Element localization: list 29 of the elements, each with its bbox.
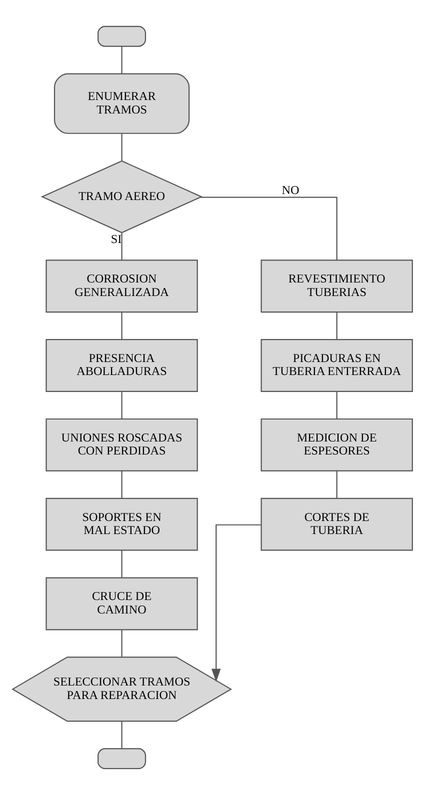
connector — [121, 391, 122, 418]
connector — [121, 232, 122, 260]
connector — [121, 312, 122, 339]
node-box: ENUMERAR TRAMOS — [54, 72, 190, 134]
edge-label: SI — [110, 231, 122, 246]
connector — [336, 312, 338, 339]
node-box: CORROSION GENERALIZADA — [46, 259, 198, 312]
connector — [121, 133, 122, 160]
connector — [121, 470, 122, 498]
node-box: MEDICION DE ESPESORES — [260, 418, 413, 471]
node-terminal — [98, 25, 146, 46]
connector — [121, 46, 122, 74]
connector — [121, 629, 122, 656]
node-box: CRUCE DE CAMINO — [46, 576, 198, 630]
arrow — [211, 524, 262, 682]
connector — [200, 196, 338, 260]
node-box: SOPORTES EN MAL ESTADO — [46, 497, 198, 550]
node-box: PICADURAS EN TUBERIA ENTERRADA — [260, 338, 413, 392]
connector — [336, 470, 338, 498]
node-box: UNIONES ROSCADAS CON PERDIDAS — [46, 418, 198, 471]
node-diamond: TRAMO AEREO — [40, 160, 203, 233]
node-terminal — [98, 748, 146, 769]
connector — [121, 721, 122, 748]
node-box: REVESTIMIENTO TUBERIAS — [260, 259, 413, 312]
connector — [336, 391, 338, 418]
node-box: PRESENCIA ABOLLADURAS — [46, 338, 198, 392]
connector — [121, 550, 122, 577]
node-box: CORTES DE TUBERIA — [260, 497, 413, 550]
edge-label: NO — [282, 182, 300, 196]
